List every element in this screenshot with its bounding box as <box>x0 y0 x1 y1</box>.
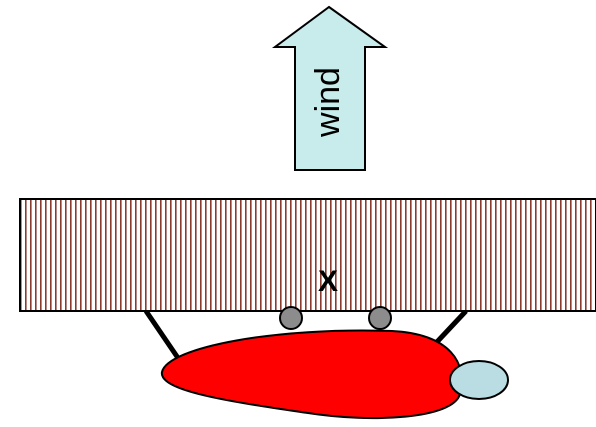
right-wheel <box>368 306 392 330</box>
wind-arrow: wind <box>271 5 389 171</box>
head-oval <box>449 360 509 400</box>
wind-arrow-shape <box>271 5 389 171</box>
wind-label: wind <box>309 67 347 138</box>
left-wheel <box>279 306 303 330</box>
red-body <box>160 329 463 420</box>
x-mark: X <box>318 265 338 298</box>
right-strut <box>434 309 468 345</box>
striped-wing <box>19 198 596 312</box>
left-strut <box>143 309 181 360</box>
